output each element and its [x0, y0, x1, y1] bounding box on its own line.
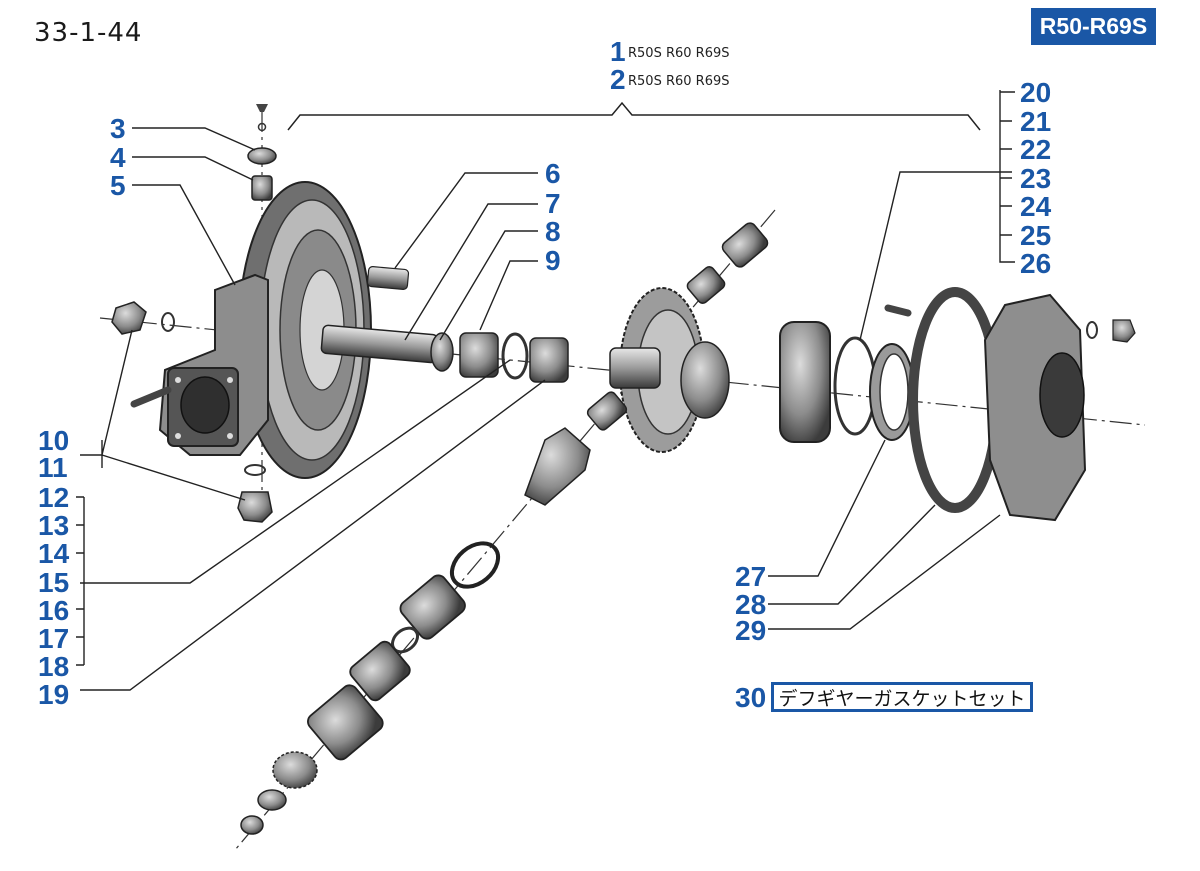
callout-29: 29 — [735, 615, 766, 646]
callout-28: 28 — [735, 589, 766, 620]
callout-18: 18 — [38, 651, 69, 682]
callout-9: 9 — [545, 245, 561, 276]
callout-24: 24 — [1020, 191, 1052, 222]
callout-14: 14 — [38, 538, 70, 569]
callout-16: 16 — [38, 595, 69, 626]
model-badge: R50-R69S — [1031, 8, 1156, 45]
callout-20: 20 — [1020, 77, 1051, 108]
callout-3: 3 — [110, 113, 126, 144]
callout-7: 7 — [545, 188, 561, 219]
callout-15: 15 — [38, 567, 69, 598]
callout-17: 17 — [38, 623, 69, 654]
callout-2-variants: R50S R60 R69S — [628, 74, 730, 89]
gasket-set-label: デフギヤーガスケットセット — [771, 682, 1033, 712]
top-fasteners — [247, 104, 277, 201]
callout-6: 6 — [545, 158, 561, 189]
callout-5: 5 — [110, 170, 126, 201]
callout-8: 8 — [545, 216, 561, 247]
leader-lines — [76, 90, 1015, 691]
left-fasteners — [111, 301, 273, 523]
callout-1: 1 — [610, 36, 626, 67]
callout-12: 12 — [38, 482, 69, 513]
callout-27: 27 — [735, 561, 766, 592]
callout-30: 30 — [735, 682, 766, 713]
pinion-assembly — [240, 427, 591, 835]
callout-1-variants: R50S R60 R69S — [628, 46, 730, 61]
callout-19: 19 — [38, 679, 69, 710]
callout-26: 26 — [1020, 248, 1051, 279]
final-drive-housing — [158, 181, 372, 479]
callout-11: 11 — [38, 452, 68, 483]
callout-23: 23 — [1020, 163, 1051, 194]
assembly-bracket — [287, 101, 981, 131]
callout-2: 2 — [610, 64, 626, 95]
page-code: 33-1-44 — [34, 18, 143, 48]
cover-assembly — [779, 287, 1136, 522]
callout-21: 21 — [1020, 106, 1051, 137]
callout-4: 4 — [110, 142, 126, 173]
ring-gear-assembly — [586, 222, 769, 453]
callout-22: 22 — [1020, 134, 1051, 165]
callout-10: 10 — [38, 425, 69, 456]
callout-13: 13 — [38, 510, 69, 541]
callout-25: 25 — [1020, 220, 1051, 251]
